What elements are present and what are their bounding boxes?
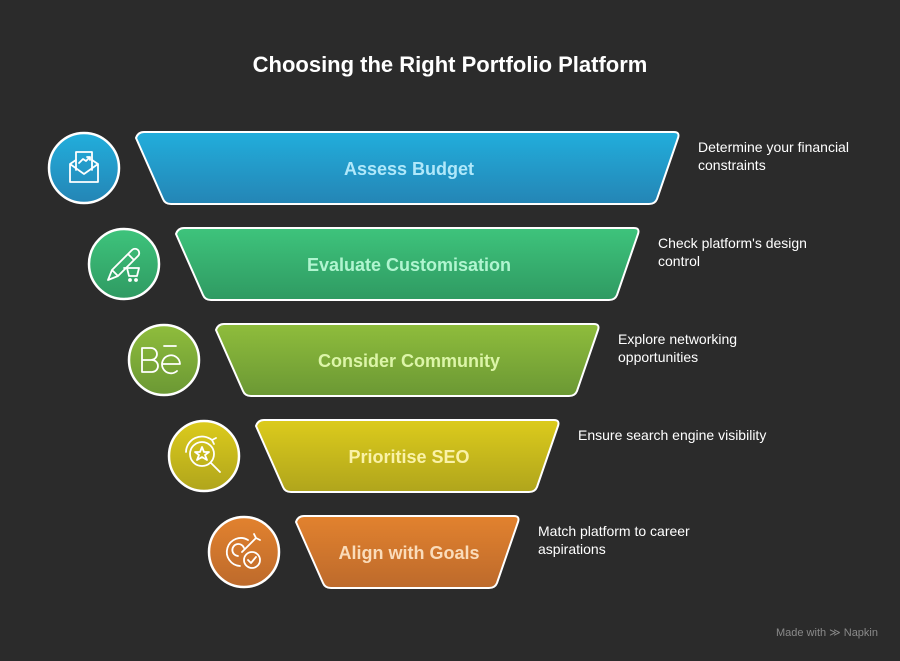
level-description: Determine your financial constraints bbox=[698, 139, 849, 173]
envelope-chart-icon bbox=[47, 131, 121, 205]
level-label: Consider Community bbox=[318, 351, 500, 371]
level-description: Match platform to career aspirations bbox=[538, 523, 690, 557]
target-check-icon bbox=[207, 515, 281, 589]
level-label: Evaluate Customisation bbox=[307, 255, 511, 275]
funnel-segment bbox=[134, 131, 680, 205]
level-label: Assess Budget bbox=[344, 159, 474, 179]
funnel-segment bbox=[214, 323, 600, 397]
level-description: Check platform's design control bbox=[658, 235, 807, 269]
funnel-level: Prioritise SEO bbox=[167, 419, 560, 493]
behance-icon bbox=[127, 323, 201, 397]
level-label: Align with Goals bbox=[338, 543, 479, 563]
funnel-level: Align with Goals bbox=[207, 515, 520, 589]
funnel-level: Consider Community bbox=[127, 323, 600, 397]
funnel-level: Assess Budget bbox=[47, 131, 680, 205]
napkin-watermark: Made with ≫ Napkin bbox=[775, 627, 878, 639]
pencil-cart-icon bbox=[87, 227, 161, 301]
funnel-level: Evaluate Customisation bbox=[87, 227, 640, 301]
level-description: Explore networking opportunities bbox=[618, 331, 738, 365]
funnel-segment bbox=[294, 515, 520, 589]
diagram-title: Choosing the Right Portfolio Platform bbox=[252, 52, 648, 77]
level-label: Prioritise SEO bbox=[348, 447, 469, 467]
search-star-icon bbox=[167, 419, 241, 493]
level-description: Ensure search engine visibility bbox=[578, 427, 767, 443]
funnel-segment bbox=[254, 419, 560, 493]
funnel-segment bbox=[174, 227, 640, 301]
